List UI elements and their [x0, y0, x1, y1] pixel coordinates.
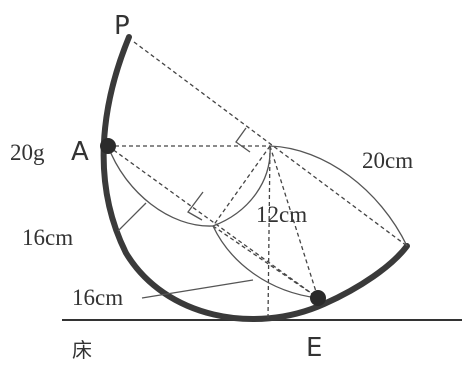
- ball-at-e: [310, 290, 326, 306]
- dashed-line-center-to-floor: [267, 145, 271, 319]
- label-p: P: [114, 11, 130, 41]
- arc-lower-point-to-e: [212, 225, 319, 299]
- label-floor: 床: [72, 339, 92, 362]
- label-length-mid: 12cm: [256, 202, 307, 227]
- label-a: A: [71, 137, 89, 167]
- label-e: E: [306, 333, 322, 363]
- ball-at-a: [100, 138, 116, 154]
- leader-line-upper-16cm: [117, 202, 147, 232]
- label-string-upper: 16cm: [22, 225, 73, 250]
- semicircle-rail: [100, 34, 410, 322]
- leader-line-lower-16cm: [141, 279, 254, 299]
- dashed-line-lower-to-e: [212, 225, 319, 299]
- arc-lower-point-to-center: [212, 145, 271, 227]
- arc-a-to-lower-point: [107, 145, 214, 227]
- dashed-line-p-to-right-end: [133, 41, 408, 247]
- right-angle-marker-upper: [235, 127, 251, 153]
- dashed-line-a-to-e: [107, 145, 319, 299]
- dashed-line-center-to-e: [269, 145, 319, 299]
- label-mass: 20g: [10, 140, 45, 165]
- arc-center-to-right-end: [269, 145, 408, 247]
- dashed-line-center-to-lower: [212, 145, 271, 227]
- label-string-lower: 16cm: [72, 285, 123, 310]
- right-angle-marker-lower: [187, 191, 204, 221]
- label-length-right: 20cm: [362, 148, 413, 173]
